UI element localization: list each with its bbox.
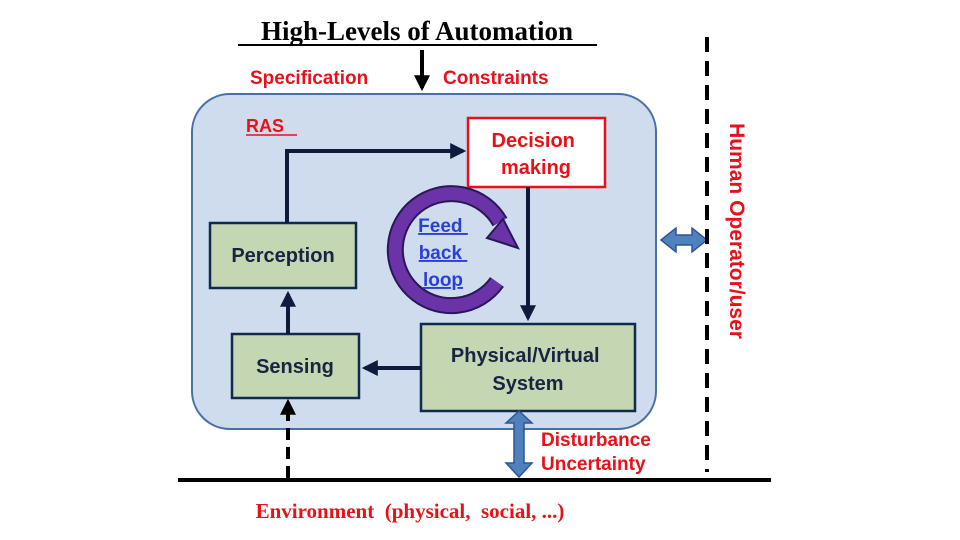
ras-label: RAS — [246, 116, 284, 136]
perception-to-decision-arrow — [285, 143, 467, 223]
specification-label: Specification — [250, 68, 368, 89]
operator-interaction-double-arrow — [659, 226, 709, 254]
uncertainty-label: Uncertainty — [541, 454, 646, 475]
feedback-loop-icon — [386, 185, 521, 315]
constraints-label: Constraints — [443, 68, 549, 89]
human-operator-label: Human Operator/user — [725, 123, 748, 339]
physical-virtual-system-text: Physical/Virtual System — [451, 345, 605, 395]
disturbance-double-arrow — [504, 409, 534, 479]
disturbance-label: Disturbance — [541, 430, 651, 451]
environment-label: Environment (physical, social, ...) — [256, 499, 565, 523]
decision-making-block — [466, 116, 607, 189]
diagram-title: High-Levels of Automation — [261, 16, 573, 46]
feedback-loop-text: Feed back loop — [418, 216, 468, 291]
physical-virtual-system-block — [419, 322, 637, 413]
sensing-text: Sensing — [256, 356, 334, 378]
sensing-block — [230, 332, 361, 400]
perception-text: Perception — [231, 245, 334, 267]
perception-block — [208, 221, 358, 290]
decision-making-text: Decision making — [492, 130, 581, 179]
